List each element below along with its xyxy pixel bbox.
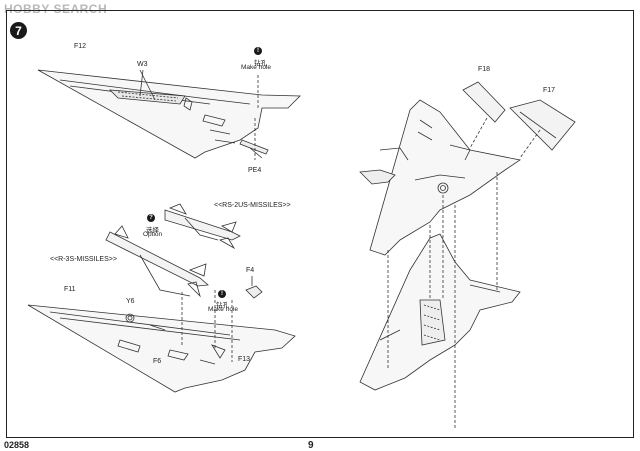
label-f6: F6 [153, 358, 162, 365]
label-drill-cn-mid: 钻孔 [216, 302, 229, 309]
right-upper-fuselage [359, 99, 522, 256]
label-f11: F11 [64, 286, 76, 293]
label-f18: F18 [478, 66, 491, 73]
label-f12: F12 [74, 43, 87, 50]
label-rs2us: <<RS-2US-MISSILES>> [214, 202, 291, 209]
label-w3: W3 [137, 61, 148, 68]
label-make-hole-mid: Make hole [208, 306, 238, 313]
part-f17 [509, 99, 576, 151]
lower-wing-f11 [27, 304, 296, 393]
option-icon: ? [147, 214, 155, 222]
right-lower-fuselage [359, 233, 521, 391]
label-option: Option [143, 231, 163, 238]
label-y6: Y6 [126, 298, 135, 305]
part-f4 [245, 285, 263, 299]
drill-icon: ! [254, 47, 262, 55]
watermark: HOBBY SEARCH [4, 2, 108, 16]
label-f13: F13 [238, 356, 251, 363]
page-number: 9 [308, 440, 314, 451]
label-f17: F17 [543, 87, 556, 94]
part-pe4 [239, 139, 269, 159]
kit-number: 02858 [4, 440, 30, 450]
label-option-cn: 选择 [146, 227, 159, 234]
missile-rs2us [164, 203, 241, 250]
upper-wing-f12 [37, 69, 301, 159]
missile-r3s [105, 225, 209, 298]
part-f18 [462, 81, 506, 123]
label-f4: F4 [246, 267, 255, 274]
label-pe4: PE4 [248, 167, 262, 174]
instruction-frame [6, 10, 634, 438]
step-number-badge: 7 [10, 22, 27, 39]
label-drill-cn-top: 钻孔 [254, 60, 267, 67]
label-r3s: <<R-3S-MISSILES>> [50, 256, 117, 263]
drill-icon: ! [218, 290, 226, 298]
label-make-hole-top: Make hole [241, 64, 271, 71]
